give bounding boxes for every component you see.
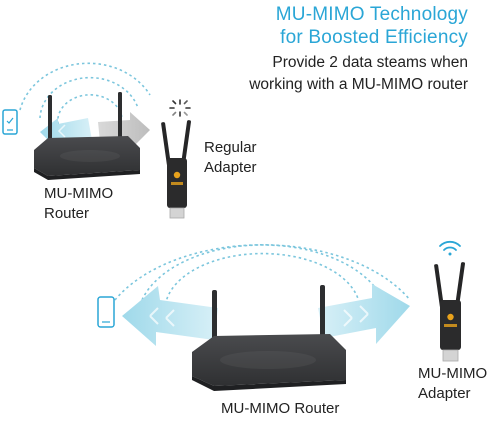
phone-icon: [97, 296, 115, 328]
description-line-2: working with a MU-MIMO router: [249, 76, 468, 93]
bottom-router-label: MU-MIMO Router: [221, 400, 340, 417]
description-line-1: Provide 2 data steams when: [272, 54, 468, 71]
bottom-right-data-arrow: [318, 284, 410, 344]
bottom-router: [192, 285, 346, 391]
top-diagram: [2, 62, 191, 219]
mu-mimo-adapter: [434, 262, 465, 362]
top-router-label-1: MU-MIMO: [44, 185, 114, 202]
regular-adapter-label-2: Adapter: [204, 159, 257, 176]
bottom-left-data-arrow: [122, 286, 218, 346]
loading-spinner-icon: [169, 99, 191, 117]
bottom-signal-arcs: [114, 244, 411, 311]
wifi-signal-icon: [439, 240, 461, 256]
mu-mimo-adapter-label-1: MU-MIMO: [418, 365, 488, 382]
mu-mimo-adapter-label-2: Adapter: [418, 385, 471, 402]
bottom-diagram: [97, 240, 465, 391]
phone-icon: [2, 109, 18, 135]
regular-adapter: [161, 120, 191, 219]
top-router: [34, 92, 140, 180]
top-signal-arcs: [19, 62, 151, 125]
regular-adapter-label-1: Regular: [204, 139, 257, 156]
top-router-label-2: Router: [44, 205, 90, 222]
headline-line-2: for Boosted Efficiency: [280, 27, 468, 48]
headline-line-1: MU-MIMO Technology: [275, 4, 468, 25]
